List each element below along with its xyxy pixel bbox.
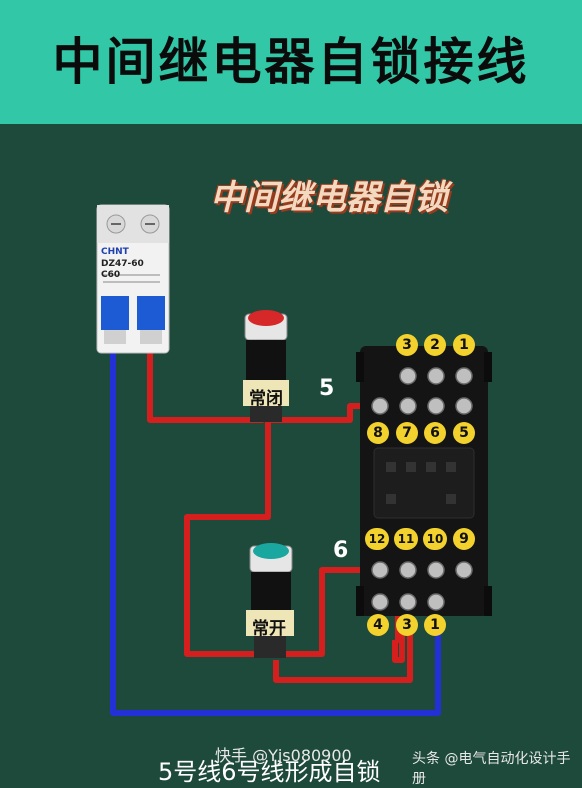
circuit-breaker [96, 204, 170, 354]
no-button [246, 543, 294, 658]
wire-5 [268, 403, 376, 423]
breaker-rating: C60 [101, 270, 121, 280]
terminal-badge: 3 [396, 614, 418, 636]
breaker-model: DZ47-60 [101, 259, 144, 269]
breaker-brand: CHNT [101, 247, 129, 257]
terminal-badge: 12 [365, 528, 389, 550]
nc-button [243, 310, 289, 422]
page-title: 中间继电器自锁接线 [52, 33, 530, 91]
wire-neutral [110, 345, 441, 716]
relay-screws [371, 367, 473, 611]
terminal-badge: 11 [394, 528, 418, 550]
terminal-badge: 2 [424, 334, 446, 356]
terminal-badge: 10 [423, 528, 447, 550]
terminal-badge: 9 [453, 528, 475, 550]
title-banner: 中间继电器自锁接线 [0, 0, 582, 124]
wire-6-label: 6 [333, 538, 349, 563]
blue-wires [110, 345, 441, 716]
terminal-badge: 1 [453, 334, 475, 356]
wire-5-label: 5 [319, 376, 335, 401]
caption: 5号线6号线形成自锁 [158, 758, 381, 786]
terminal-badge: 8 [367, 422, 389, 444]
wire-6 [262, 567, 376, 657]
watermark-kuaishou: 快手 @Yjs080900 [215, 746, 352, 765]
relay-base [356, 346, 492, 616]
wire-no-to-coil [273, 604, 413, 683]
wire-nc-to-no [184, 420, 271, 657]
nc-button-label: 常闭 [249, 389, 283, 409]
terminal-badge: 6 [424, 422, 446, 444]
terminal-badge: 7 [396, 422, 418, 444]
terminal-badge: 3 [396, 334, 418, 356]
terminal-badge: 1 [424, 614, 446, 636]
no-button-label: 常开 [252, 619, 286, 639]
watermark-toutiao: 头条 @电气自动化设计手册 [412, 751, 571, 787]
terminal-badge: 5 [453, 422, 475, 444]
diagram-subtitle: 中间继电器自锁 [210, 178, 448, 218]
terminal-badge: 4 [367, 614, 389, 636]
